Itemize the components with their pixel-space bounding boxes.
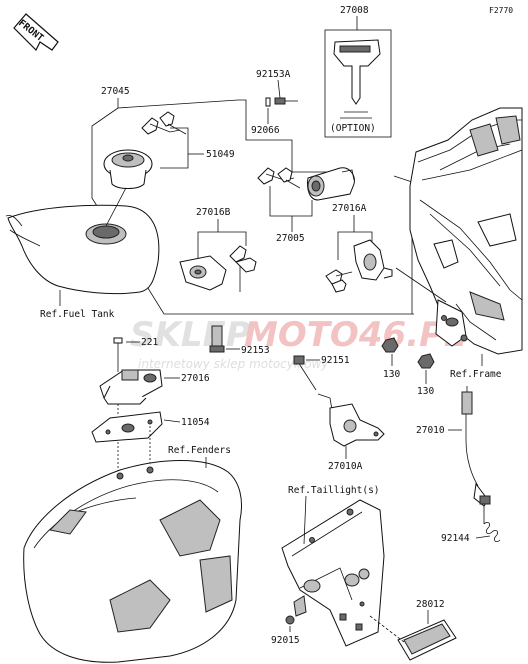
figure-code: F2770 [489,6,513,15]
license-plate-bracket: Ref.Taillight(s) [281,485,385,647]
label-11054: 11054 [181,417,210,428]
label-28012: 28012 [416,599,445,610]
label-51049: 51049 [206,149,235,160]
bracket-11054: 11054 [91,404,210,472]
label-92151: 92151 [321,355,350,366]
option-key-box: (OPTION) 27008 [324,5,392,138]
bolt-92153: 92153 [209,325,270,356]
front-arrow-icon: FRONT [13,13,59,52]
watermark: SKLEP MOTO46.PL internetowy sklep motocy… [130,315,466,371]
option-label: (OPTION) [330,123,376,134]
rear-fender: Ref.Fenders [23,445,242,663]
ref-fenders: Ref.Fenders [168,445,231,456]
label-92153A: 92153A [256,69,291,80]
ignition-switch-27016B: 27016B [179,207,257,292]
bolt-92151: 92151 [293,355,350,391]
ignition-switch-27005: 27005 [257,167,355,244]
screw-221: 221 [113,337,158,372]
label-92066: 92066 [251,125,280,136]
keys-51049: 51049 [141,111,235,169]
bolt-130-b: 130 [417,353,435,397]
switch-27010: 27010 [416,386,491,507]
watermark-tagline: internetowy sklep motocyklowy [138,357,329,371]
bolt-130-a: 130 [381,337,400,380]
fuel-tank: Ref.Fuel Tank [5,183,160,320]
label-27010: 27010 [416,425,445,436]
label-92153: 92153 [241,345,270,356]
label-27010A: 27010A [328,461,363,472]
motorcycle-frame: Ref.Frame [395,107,523,380]
label-27005: 27005 [276,233,305,244]
label-27008: 27008 [340,5,369,16]
screw-92153A: 92153A 92066 [251,69,298,136]
ref-taillight: Ref.Taillight(s) [288,485,380,496]
screw-92015: 92015 [271,615,300,646]
label-27016A: 27016A [332,203,367,214]
label-130-a: 130 [383,369,400,380]
ref-frame: Ref.Frame [450,369,502,380]
watermark-brand-right: MOTO46.PL [244,315,466,355]
fuel-cap [103,149,153,189]
label-27016B: 27016B [196,207,231,218]
key-blank-icon [333,39,381,105]
switch-27016: 27016 [99,369,210,405]
reflector-28012: 28012 [369,599,457,661]
label-92144: 92144 [441,533,470,544]
label-27016: 27016 [181,373,210,384]
watermark-brand-left: SKLEP [130,315,251,355]
label-221: 221 [141,337,158,348]
ignition-switch-27016A: 27016A [325,203,393,293]
ref-fuel-tank: Ref.Fuel Tank [40,309,115,320]
label-130-b: 130 [417,386,434,397]
switch-27010A: 27010A [317,393,385,472]
label-92015: 92015 [271,635,300,646]
label-27045: 27045 [101,86,130,97]
spring-92144: 92144 [441,506,501,544]
